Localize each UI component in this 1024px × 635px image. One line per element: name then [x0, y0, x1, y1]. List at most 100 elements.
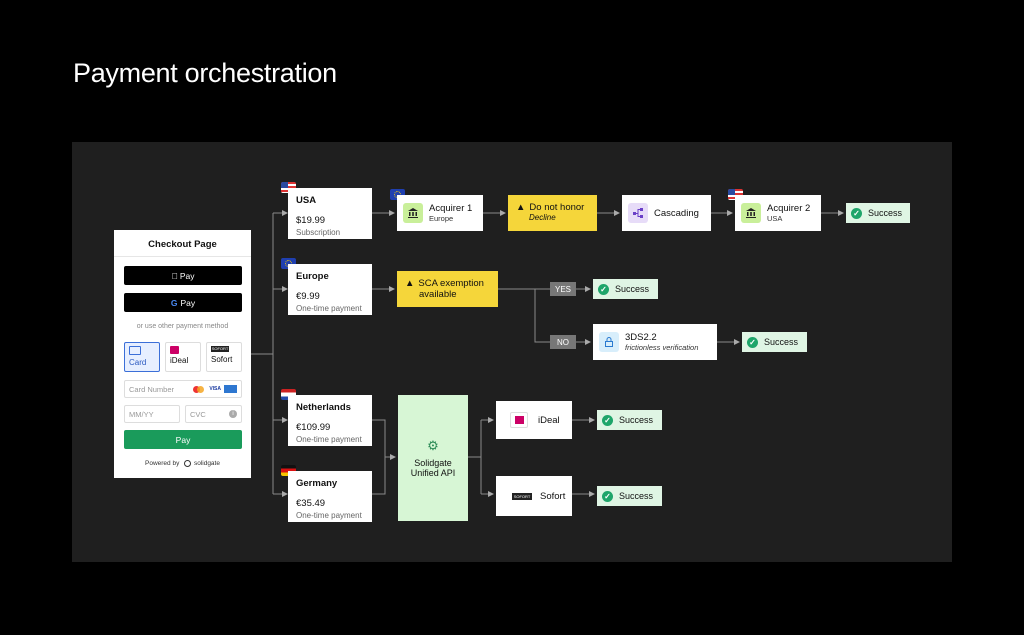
powered-by-label: Powered by	[145, 460, 180, 468]
3ds-node: 3DS2.2 frictionless verification	[593, 324, 717, 360]
sofort-node: SOFORT Sofort	[496, 476, 572, 516]
cvc-placeholder: CVC	[190, 409, 206, 419]
acquirer-2-node: Acquirer 2 USA	[735, 195, 821, 231]
flow-amount: €109.99	[296, 422, 331, 433]
page-title: Payment orchestration	[73, 58, 337, 88]
method-ideal[interactable]: iDeal	[165, 342, 201, 372]
germany-flag-icon	[281, 465, 296, 476]
visa-logo: VISA	[209, 386, 221, 392]
card-number-placeholder: Card Number	[129, 384, 175, 394]
method-sofort-label: Sofort	[211, 355, 233, 364]
usa-flag-icon	[728, 189, 743, 200]
apple-pay-button[interactable]:  Pay	[124, 266, 242, 285]
payment-separator: or use other payment method	[136, 323, 229, 330]
card-icon	[129, 346, 141, 355]
sca-title: SCA exemption	[418, 278, 484, 289]
3ds-title: 3DS2.2	[625, 332, 657, 343]
unified-api-node: ⚙ Solidgate Unified API	[398, 395, 468, 521]
amex-icon	[224, 385, 237, 393]
ideal-icon	[510, 412, 528, 428]
check-icon: ✓	[851, 207, 862, 219]
expiry-placeholder: MM/YY	[129, 409, 154, 419]
expiry-field[interactable]: MM/YY	[124, 405, 180, 423]
warning-title: Do not honor	[529, 202, 585, 213]
google-icon: G	[170, 297, 178, 308]
flow-amount: €9.99	[296, 291, 320, 302]
solidgate-logo-icon	[184, 460, 192, 467]
ideal-title: iDeal	[538, 414, 560, 426]
sofort-icon: SOFORT	[512, 492, 532, 500]
gear-icon: ⚙	[427, 438, 439, 453]
flow-card-usa: USA $19.99 Subscription	[288, 188, 372, 239]
ideal-icon	[170, 346, 179, 354]
bank-icon	[403, 203, 423, 223]
warning-icon: ▲	[405, 278, 415, 289]
warning-sub: Decline	[529, 213, 556, 222]
cascading-node: Cascading	[622, 195, 711, 231]
flow-country: Europe	[296, 271, 329, 282]
acquirer-region: Europe	[429, 214, 454, 223]
acquirer-title: Acquirer 1	[429, 203, 473, 214]
no-tag: NO	[550, 335, 576, 349]
checkout-title: Checkout Page	[148, 239, 217, 250]
flow-country: USA	[296, 195, 317, 206]
yes-tag: YES	[550, 282, 576, 296]
flow-type: One-time payment	[296, 304, 362, 313]
warning-icon: ▲	[516, 202, 526, 213]
flow-type: One-time payment	[296, 511, 362, 520]
bank-icon	[741, 203, 761, 223]
success-badge: ✓ Success	[597, 410, 662, 430]
apple-pay-label: Pay	[176, 270, 195, 281]
flow-type: One-time payment	[296, 435, 362, 444]
checkout-divider	[114, 256, 251, 257]
powered-by: Powered by solidgate	[114, 460, 251, 467]
method-sofort[interactable]: SOFORT Sofort	[206, 342, 242, 372]
flow-card-europe: Europe €9.99 One-time payment	[288, 264, 372, 315]
info-icon: i	[229, 410, 237, 418]
ideal-node: iDeal	[496, 401, 572, 439]
sofort-icon: SOFORT	[211, 346, 229, 352]
check-icon: ✓	[602, 414, 613, 426]
flow-type: Subscription	[296, 228, 341, 237]
check-icon: ✓	[598, 283, 609, 295]
api-line-1: Solidgate	[414, 458, 452, 468]
do-not-honor-node: ▲Do not honor Decline	[508, 195, 597, 231]
acquirer-title: Acquirer 2	[767, 203, 811, 214]
cascading-icon	[628, 203, 648, 223]
success-label: Success	[619, 491, 654, 501]
flow-country: Germany	[296, 478, 338, 489]
method-card[interactable]: Card	[124, 342, 160, 372]
acquirer-region: USA	[767, 214, 783, 223]
success-label: Success	[615, 284, 650, 294]
flow-amount: $19.99	[296, 215, 326, 226]
cvc-field[interactable]: CVC i	[185, 405, 242, 423]
checkout-page: Checkout Page  Pay G Pay or use other p…	[114, 230, 251, 478]
success-badge: ✓ Success	[846, 203, 910, 223]
lock-icon	[599, 332, 619, 352]
netherlands-flag-icon	[281, 389, 296, 400]
flow-country: Netherlands	[296, 402, 351, 413]
success-label: Success	[868, 208, 903, 218]
sofort-title: Sofort	[540, 490, 566, 502]
flow-amount: €35.49	[296, 498, 326, 509]
apple-icon: 	[171, 271, 177, 281]
sca-sub: available	[419, 289, 457, 300]
sca-exemption-node: ▲SCA exemption available	[397, 271, 498, 307]
success-label: Success	[764, 337, 799, 347]
google-pay-button[interactable]: G Pay	[124, 293, 242, 312]
api-line-2: Unified API	[410, 468, 456, 478]
powered-by-brand: solidgate	[193, 460, 220, 468]
card-number-field[interactable]: Card Number VISA	[124, 380, 242, 398]
pay-button[interactable]: Pay	[124, 430, 242, 449]
method-ideal-label: iDeal	[170, 356, 189, 365]
success-badge: ✓Success	[742, 332, 807, 352]
success-badge: ✓ Success	[593, 279, 658, 299]
success-badge: ✓ Success	[597, 486, 662, 506]
acquirer-1-node: Acquirer 1 Europe	[397, 195, 483, 231]
usa-flag-icon	[281, 182, 296, 193]
check-icon: ✓	[602, 490, 613, 502]
success-label: Success	[619, 415, 654, 425]
cascading-title: Cascading	[654, 207, 699, 219]
method-card-label: Card	[129, 358, 147, 367]
